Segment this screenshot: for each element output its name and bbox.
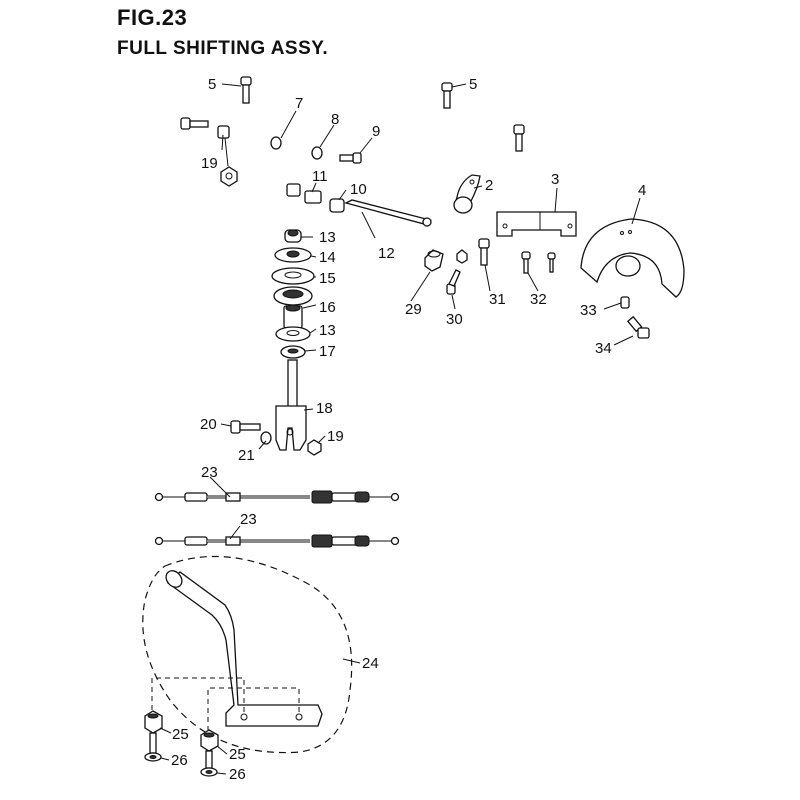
bushing-11	[286, 183, 322, 204]
shaft-12	[344, 199, 432, 227]
callout-19-lower: 19	[327, 428, 344, 445]
figure-subtitle: FULL SHIFTING ASSY.	[117, 38, 329, 59]
shift-cable-23-lower	[154, 534, 400, 548]
screw-32a	[521, 251, 531, 274]
washer-13-lower	[275, 326, 311, 342]
nut-25-left	[144, 710, 163, 754]
callout-25-left: 25	[172, 726, 189, 743]
callout-10: 10	[350, 181, 367, 198]
callout-29: 29	[405, 301, 422, 318]
callout-24: 24	[362, 655, 379, 672]
bushing-10	[329, 198, 345, 213]
callout-9: 9	[372, 123, 380, 140]
callout-23-upper: 23	[201, 464, 218, 481]
ring-17	[280, 345, 306, 359]
callout-23-lower: 23	[240, 511, 257, 528]
callout-labels: 5 5 7 8 9 19 2 3 4 11 10 12 13 14 15 16 …	[171, 76, 646, 783]
callout-8: 8	[331, 111, 339, 128]
callout-2: 2	[485, 177, 493, 194]
bolt-30	[446, 269, 461, 295]
mounting-dashed-leaders	[151, 677, 300, 730]
callout-31: 31	[489, 291, 506, 308]
bolt-31	[478, 238, 490, 266]
callout-13-lower: 13	[319, 322, 336, 339]
callout-12: 12	[378, 245, 395, 262]
callout-26-left: 26	[171, 752, 188, 769]
callout-21: 21	[238, 447, 255, 464]
fitting-29	[424, 249, 444, 272]
callout-26-right: 26	[229, 766, 246, 783]
spacer-16	[283, 304, 303, 329]
assembly-group-outline	[142, 555, 353, 754]
shift-cable-23-upper	[154, 490, 400, 504]
washer-26-left	[144, 752, 162, 762]
nut-8	[311, 146, 323, 160]
callout-11: 11	[312, 168, 328, 185]
callout-3: 3	[551, 171, 559, 188]
nut-7	[270, 136, 282, 150]
shift-lever-2	[453, 174, 481, 214]
leader-lines	[159, 83, 641, 775]
callout-20: 20	[200, 416, 217, 433]
callout-16: 16	[319, 299, 336, 316]
collar-13-top	[284, 229, 302, 243]
bolt-vertical-right	[513, 124, 525, 152]
callout-4: 4	[638, 182, 646, 199]
nut-19-upper	[220, 166, 238, 187]
figure-title: FIG.23	[117, 5, 188, 30]
nut-19-lower	[307, 439, 322, 456]
screw-32b	[547, 252, 556, 273]
nut-25-right	[200, 729, 219, 769]
bolt-horizontal	[180, 117, 209, 130]
shifter-shaft-18	[275, 359, 307, 451]
bolt-5-left	[240, 76, 252, 104]
bolt-34	[626, 315, 650, 339]
bolt-5-right	[441, 82, 453, 109]
callout-32: 32	[530, 291, 547, 308]
callout-13-upper: 13	[319, 229, 336, 246]
callout-19-upper: 19	[201, 155, 218, 172]
callout-15: 15	[319, 270, 336, 287]
callout-5-left: 5	[208, 76, 216, 93]
set-screw-33	[620, 296, 630, 309]
washer-26-right	[200, 767, 218, 777]
callout-30: 30	[446, 311, 463, 328]
shift-lever-24	[165, 570, 323, 727]
callout-5-right: 5	[469, 76, 477, 93]
callout-17: 17	[319, 343, 336, 360]
bolt-9	[339, 152, 362, 164]
washer-15	[271, 267, 315, 285]
nut-small	[456, 249, 468, 264]
callout-14: 14	[319, 249, 336, 266]
callout-18: 18	[316, 400, 333, 417]
collar	[217, 125, 230, 139]
callout-33: 33	[580, 302, 597, 319]
callout-34: 34	[595, 340, 612, 357]
shift-cover-4	[580, 218, 685, 298]
bushing-flange-15b	[273, 286, 313, 306]
callout-25-right: 25	[229, 746, 246, 763]
bolt-20	[230, 420, 261, 434]
bracket-3	[496, 211, 577, 237]
washer-21	[260, 431, 272, 445]
callout-7: 7	[295, 95, 303, 112]
washer-14	[274, 247, 312, 263]
